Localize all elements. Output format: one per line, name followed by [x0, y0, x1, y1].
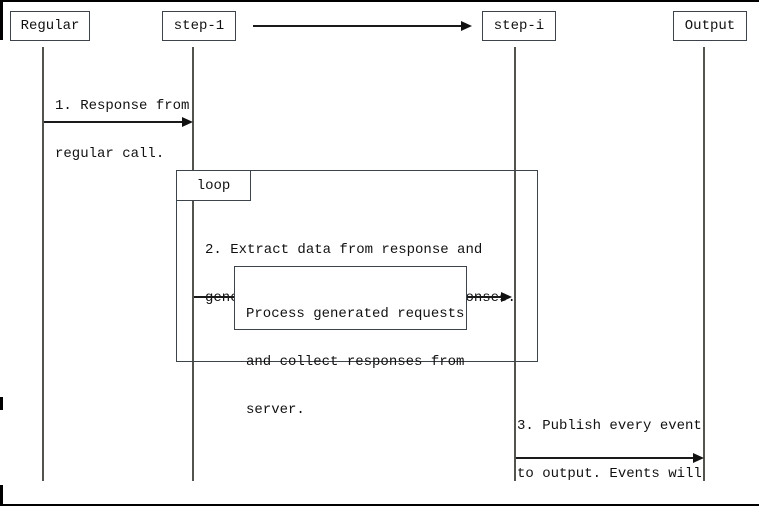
process-box-line-1: Process generated requests [246, 306, 465, 322]
process-box-line-2: and collect responses from [246, 354, 465, 370]
message-3-line-1: 3. Publish every event [517, 418, 702, 434]
actor-box-step-1: step-1 [162, 11, 236, 41]
lifeline-output [703, 47, 705, 481]
message-1-arrow-line [44, 121, 183, 123]
process-box: Process generated requests and collect r… [234, 266, 467, 418]
actor-label-regular: Regular [20, 18, 80, 34]
actor-label-step-i: step-i [493, 18, 545, 34]
process-arrow-line [467, 296, 502, 298]
process-box-line-3: server. [246, 402, 305, 418]
message-1-line-2: regular call. [55, 146, 165, 162]
top-border-line [0, 0, 759, 2]
header-arrowhead-icon [461, 20, 472, 31]
bottom-border-line [0, 504, 759, 506]
process-connector-line [194, 296, 234, 298]
message-1-arrowhead-icon [182, 116, 193, 127]
actor-box-regular: Regular [10, 11, 90, 41]
message-1-label: 1. Response from regular call. [55, 66, 189, 194]
actor-label-step-1: step-1 [173, 18, 225, 34]
lifeline-step-1 [192, 47, 194, 481]
actor-box-step-i: step-i [482, 11, 556, 41]
actor-box-output: Output [673, 11, 747, 41]
message-1-line-1: 1. Response from [55, 98, 190, 114]
header-arrow-line [253, 25, 462, 27]
loop-fragment-label-box: loop [176, 170, 251, 201]
lifeline-regular [42, 47, 44, 481]
left-edge-mark-bottom [0, 485, 3, 506]
left-edge-mark-top [0, 0, 3, 40]
message-3-arrow-line [516, 457, 694, 459]
actor-label-output: Output [684, 18, 736, 34]
process-arrowhead-icon [501, 291, 512, 302]
loop-fragment-frame [176, 170, 538, 362]
left-edge-mark-middle [0, 397, 3, 410]
lifeline-step-i [514, 47, 516, 481]
loop-fragment-label: loop [196, 177, 231, 194]
message-2-line-1: 2. Extract data from response and [205, 242, 483, 258]
message-3-label: 3. Publish every event to output. Events… [517, 386, 710, 508]
message-3-line-2: to output. Events will [517, 466, 702, 482]
message-3-arrowhead-icon [693, 452, 704, 463]
